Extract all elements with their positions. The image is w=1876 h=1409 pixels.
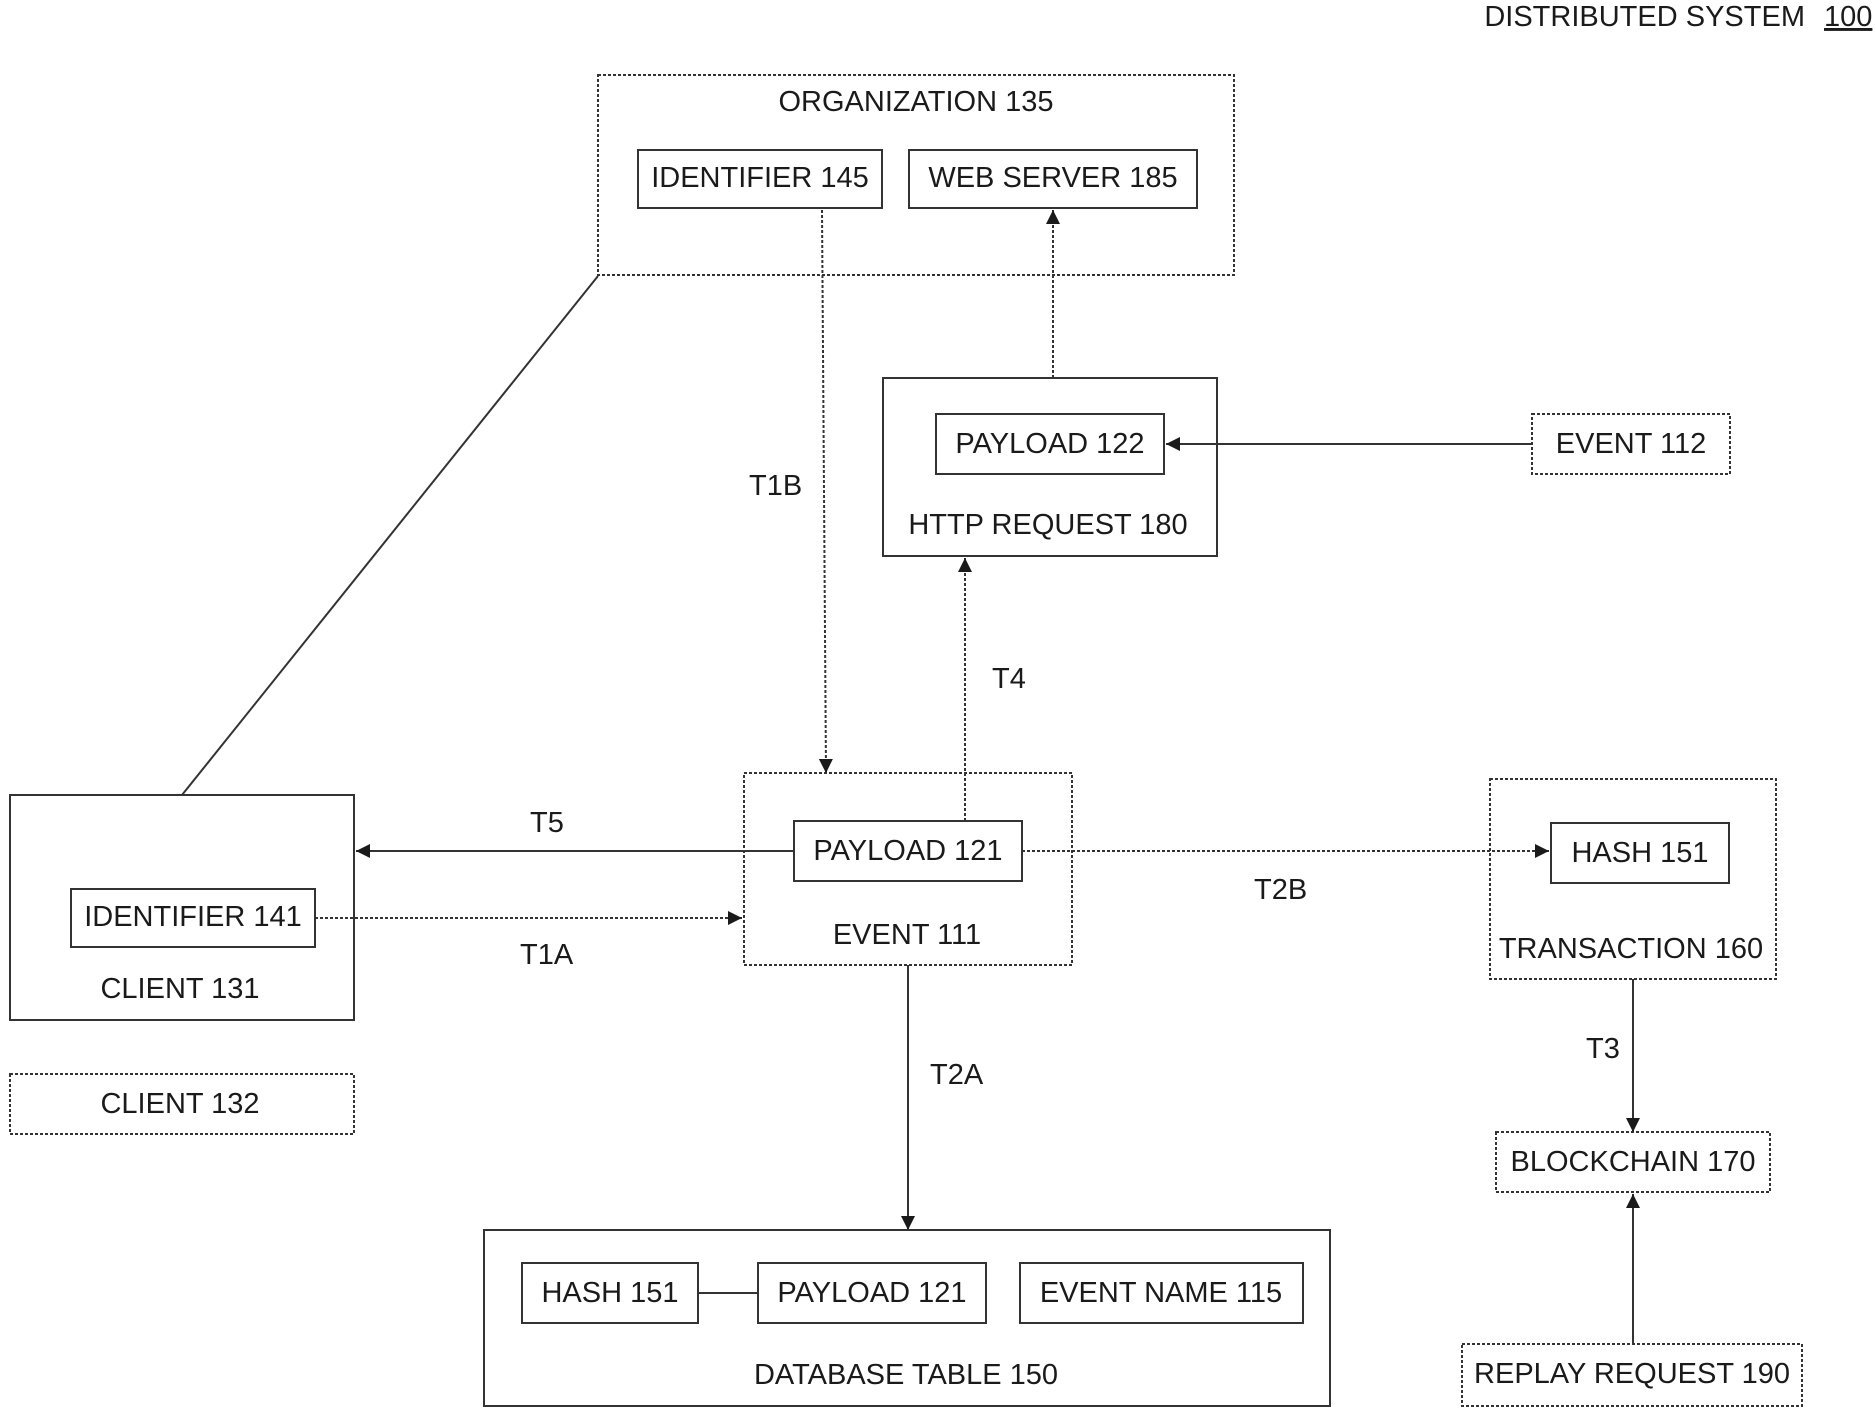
blockchain-label: BLOCKCHAIN 170 [1511,1146,1756,1178]
diagram-title: DISTRIBUTED SYSTEM [1484,1,1805,33]
hash-151-transaction-label: HASH 151 [1571,837,1708,869]
transaction-label: TRANSACTION 160 [1499,933,1763,965]
identifier-145-node: IDENTIFIER 145 [638,150,882,208]
client-132-label: CLIENT 132 [100,1088,259,1120]
organization-label: ORGANIZATION 135 [778,86,1053,118]
replay-request-node: REPLAY REQUEST 190 [1462,1344,1802,1406]
payload-121-node: PAYLOAD 121 [794,821,1022,881]
diagram-title-ref: 100 [1824,1,1872,33]
hash-151-db-node: HASH 151 [522,1263,698,1323]
edge-t1a-label: T1A [520,939,574,971]
payload-121-label: PAYLOAD 121 [813,835,1002,867]
hash-151-db-label: HASH 151 [541,1277,678,1309]
database-table-label: DATABASE TABLE 150 [754,1359,1058,1391]
edge-t2a-label: T2A [930,1059,984,1091]
event-112-node: EVENT 112 [1532,414,1730,474]
identifier-141-node: IDENTIFIER 141 [71,889,315,947]
replay-request-label: REPLAY REQUEST 190 [1474,1358,1790,1390]
client-132-node: CLIENT 132 [10,1074,354,1134]
hash-151-transaction-node: HASH 151 [1551,823,1729,883]
identifier-145-label: IDENTIFIER 145 [651,162,869,194]
edge-t1b-label: T1B [749,470,802,502]
payload-122-node: PAYLOAD 122 [936,414,1164,474]
org-client-connector [182,276,598,795]
web-server-label: WEB SERVER 185 [928,162,1177,194]
event-name-node: EVENT NAME 115 [1020,1263,1303,1323]
event-111-label: EVENT 111 [833,919,981,951]
edge-t3-label: T3 [1586,1033,1620,1065]
edge-t1b-arrow [822,210,826,773]
payload-122-label: PAYLOAD 122 [955,428,1144,460]
identifier-141-label: IDENTIFIER 141 [84,901,302,933]
event-112-label: EVENT 112 [1556,428,1706,460]
edge-t5-label: T5 [530,807,564,839]
event-name-label: EVENT NAME 115 [1040,1277,1282,1309]
http-request-label: HTTP REQUEST 180 [908,509,1187,541]
payload-121-db-label: PAYLOAD 121 [777,1277,966,1309]
edge-t2b-label: T2B [1254,874,1307,906]
payload-121-db-node: PAYLOAD 121 [758,1263,986,1323]
blockchain-node: BLOCKCHAIN 170 [1496,1132,1770,1192]
web-server-node: WEB SERVER 185 [909,150,1197,208]
client-131-label: CLIENT 131 [100,973,259,1005]
edge-t4-label: T4 [992,663,1026,695]
